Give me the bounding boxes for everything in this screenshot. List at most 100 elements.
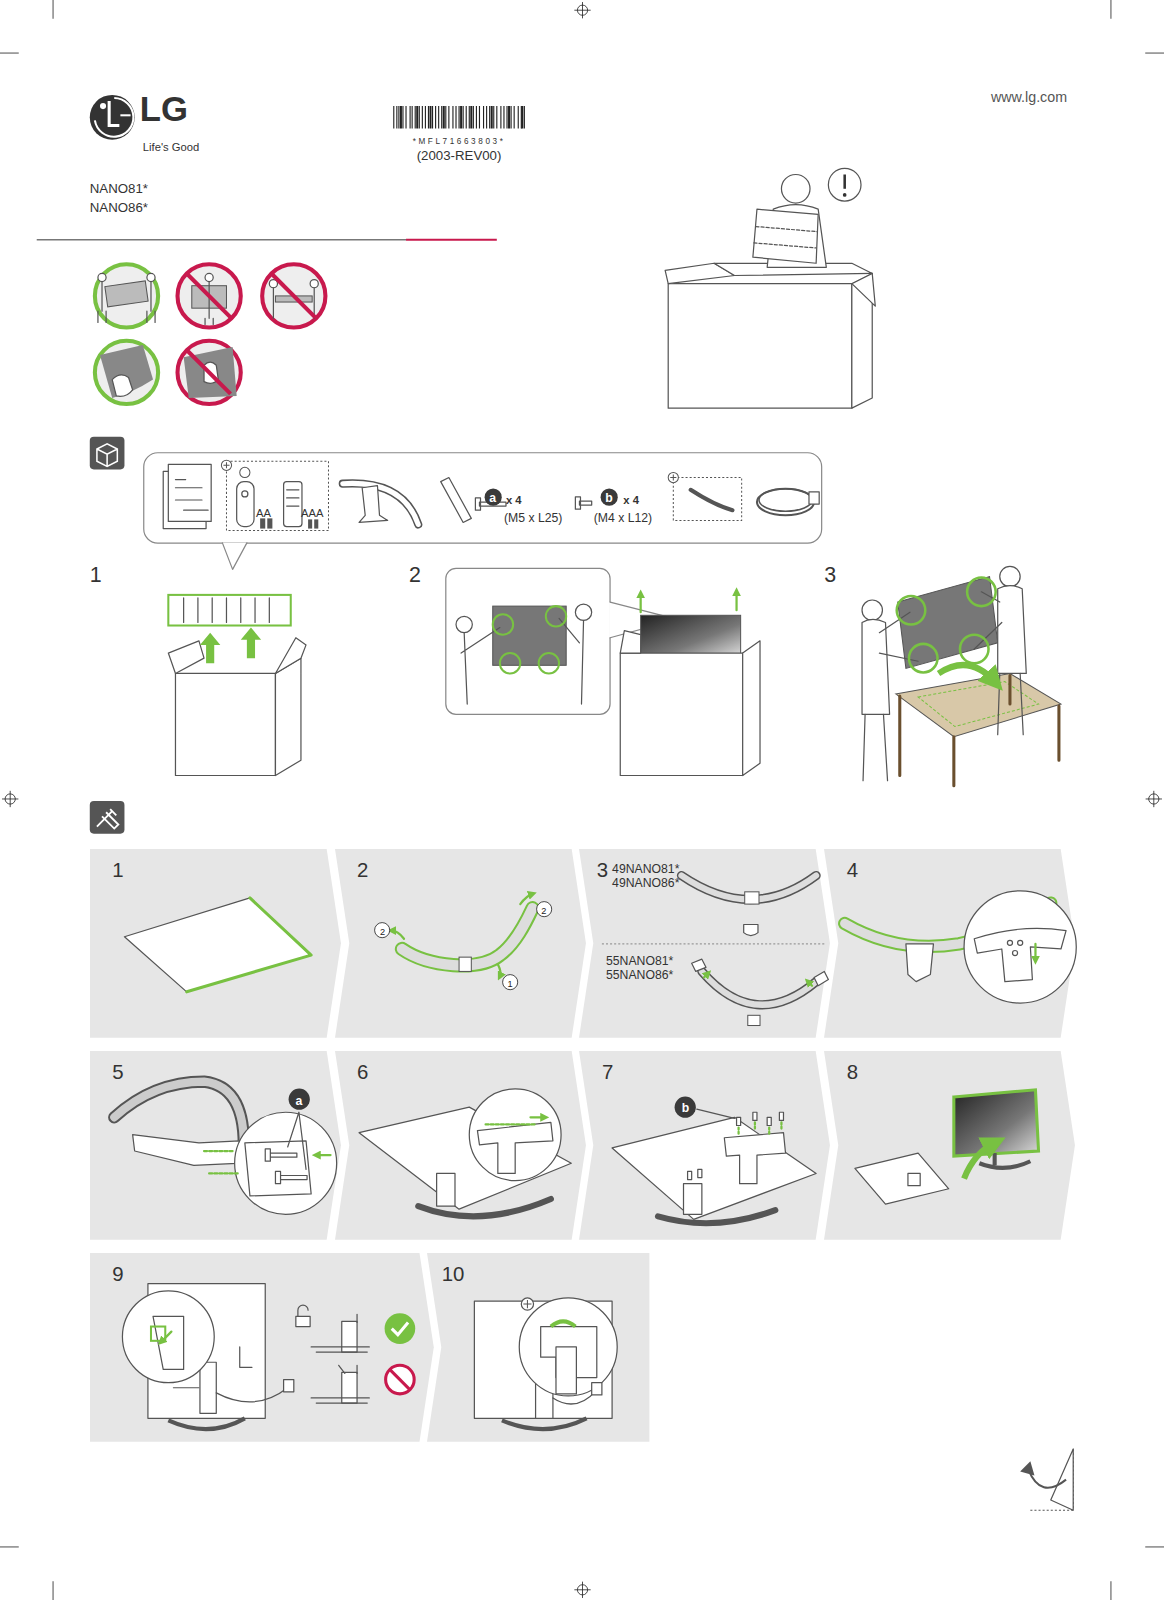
parts-box: abAAAAAx 4(M5 x L25)x 4(M4 x L12) xyxy=(143,452,822,544)
step-10-art xyxy=(556,1347,576,1394)
handling-icons xyxy=(184,347,237,398)
handling-icons xyxy=(95,341,158,404)
text-holder: LG xyxy=(140,90,188,130)
parts-contents xyxy=(175,480,208,511)
step-number: 7 xyxy=(602,1061,613,1084)
step-panel: b7 xyxy=(579,1051,830,1240)
revision: (2003-REV00) xyxy=(417,148,502,163)
unbox-step-2 xyxy=(456,616,472,632)
barcode xyxy=(394,106,525,128)
step-10-art xyxy=(521,1298,533,1310)
header-rule xyxy=(37,239,406,241)
step-4-art xyxy=(1034,944,1036,960)
battery-type: AA xyxy=(256,507,271,520)
step-7-art xyxy=(684,1184,702,1215)
callout-text: a xyxy=(489,491,496,505)
page-turn-icon xyxy=(1020,1449,1073,1510)
text-holder: 1 xyxy=(508,973,513,991)
step-5-art xyxy=(245,1141,311,1196)
text-holder: NANO86* xyxy=(90,198,148,216)
parts-contents xyxy=(308,519,312,528)
parts-contents xyxy=(670,474,676,480)
text-holder: a xyxy=(295,1091,302,1109)
text-holder: 4 xyxy=(847,859,858,882)
step-panel: 10 xyxy=(427,1253,649,1442)
text-holder: www.lg.com xyxy=(991,88,1067,106)
unboxing-warning xyxy=(781,174,810,203)
unbox-step-3 xyxy=(960,635,989,664)
panel-ground xyxy=(824,1051,1075,1240)
step-6-art xyxy=(437,1173,455,1206)
step-2-art xyxy=(459,957,471,971)
step-4-art xyxy=(1007,940,1012,945)
step-number: 6 xyxy=(357,1061,368,1084)
text-holder: 6 xyxy=(357,1061,368,1084)
step-panel-outline xyxy=(335,1051,586,1240)
handling-icons xyxy=(188,351,231,394)
step-8-art xyxy=(954,1090,1039,1156)
unbox-step-1 xyxy=(275,658,301,775)
text-holder: (M4 x L12) xyxy=(594,508,652,526)
step-panel: 4 xyxy=(824,849,1075,1038)
handling-icons xyxy=(188,274,231,317)
panel-ground xyxy=(824,849,1075,1038)
page-turn-icon xyxy=(1020,1461,1034,1475)
text-holder: 2 xyxy=(409,563,421,588)
handling-icons xyxy=(147,282,155,323)
panel-ground xyxy=(335,849,586,1038)
step-number: 2 xyxy=(409,563,421,588)
unbox-step-3 xyxy=(862,600,882,620)
step-10-art xyxy=(592,1383,602,1395)
parts-contents xyxy=(222,543,246,570)
step-6-art xyxy=(530,1116,544,1118)
crop-marks xyxy=(1146,791,1162,807)
unbox-step-1 xyxy=(241,628,261,659)
step-4-art xyxy=(964,891,1076,1003)
unbox-step-3 xyxy=(863,612,918,780)
unboxing-warning xyxy=(843,193,847,197)
step-panel: 6 xyxy=(335,1051,586,1240)
crop-marks xyxy=(574,1582,590,1598)
unbox-step-2 xyxy=(620,631,640,653)
text-holder: NANO81* xyxy=(90,179,148,197)
unbox-step-3 xyxy=(909,644,938,673)
parts-box-outline xyxy=(143,452,822,544)
slogan: Life's Good xyxy=(143,141,199,154)
step-number: 4 xyxy=(847,859,858,882)
step-7-art xyxy=(724,1133,785,1184)
handling-icons xyxy=(205,282,213,325)
panel-ground xyxy=(90,1051,341,1240)
step-9-art xyxy=(392,1322,408,1334)
unbox-step-2 xyxy=(620,653,742,775)
text-holder: 2 xyxy=(357,859,368,882)
step-10-art xyxy=(553,1390,597,1404)
panel-ground xyxy=(579,849,830,1038)
text-holder: 49NANO81* 49NANO86* xyxy=(612,862,694,891)
panel-ground xyxy=(579,1051,830,1240)
unbox-step-1 xyxy=(168,595,290,626)
box-icon xyxy=(90,437,125,470)
step-5-art xyxy=(235,1112,337,1214)
parts-frame xyxy=(144,453,822,543)
page-turn-icon xyxy=(1030,1449,1073,1510)
box-icon xyxy=(90,437,125,470)
unbox-step-1 xyxy=(168,595,306,776)
step-number: 8 xyxy=(847,1061,858,1084)
unbox-step-3 xyxy=(974,592,1023,735)
step-8-art xyxy=(993,1153,997,1165)
step-10-art xyxy=(523,1300,531,1308)
parts-contents xyxy=(284,482,302,527)
unbox-step-2 xyxy=(446,568,610,714)
step-panel-outline xyxy=(90,1051,341,1240)
step-9-art xyxy=(390,1369,410,1389)
model-names: 55NANO81* 55NANO86* xyxy=(606,954,688,982)
text-holder: Life's Good xyxy=(143,137,199,155)
unbox-step-3 xyxy=(998,586,1027,674)
step-panel: 349NANO81* 49NANO86*55NANO81* 55NANO86* xyxy=(579,849,830,1038)
handling-icons xyxy=(98,273,106,281)
step-panel: 1 xyxy=(90,849,341,1038)
brand-logo: LG xyxy=(140,90,188,130)
text-holder: 3 xyxy=(824,563,836,588)
step-3-art xyxy=(744,924,758,935)
